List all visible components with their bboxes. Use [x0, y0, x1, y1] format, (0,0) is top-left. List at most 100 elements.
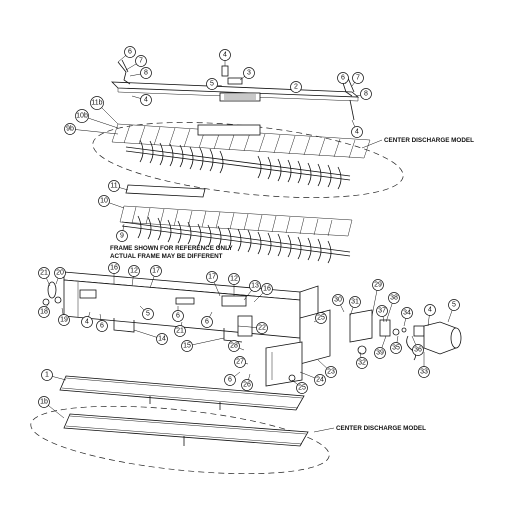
center-discharge-label-top: CENTER DISCHARGE MODEL [384, 137, 474, 144]
callout-36: 36 [411, 335, 424, 356]
callout-number: 17 [208, 274, 216, 281]
callout-circle [424, 304, 436, 316]
callout-5: 5 [206, 78, 223, 90]
callout-16: 16 [253, 283, 273, 303]
callout-circle [206, 271, 218, 283]
callout-9: 9 [116, 223, 128, 242]
callout-circle [390, 342, 402, 354]
callout-circle [38, 267, 50, 279]
callout-number: 31 [351, 299, 359, 306]
callout-15: 15 [181, 337, 225, 352]
callout-9b: 9b [64, 123, 119, 135]
callout-number: 21 [176, 328, 184, 335]
callout-number: 10 [100, 198, 108, 205]
callout-number: 2 [294, 84, 298, 91]
callout-number: 5 [146, 311, 150, 318]
callout-25: 25 [313, 312, 327, 324]
callout-circle [356, 357, 368, 369]
callout-10b: 10b [75, 109, 119, 129]
callout-number: 6 [100, 323, 104, 330]
center-discharge-label-bottom: CENTER DISCHARGE MODEL [336, 425, 426, 432]
callout-circle [98, 195, 110, 207]
callout-number: 4 [355, 129, 359, 136]
callout-number: 20 [56, 270, 64, 277]
callout-number: 25 [317, 315, 325, 322]
callout-number: 35 [392, 345, 400, 352]
callout-number: 11b [91, 100, 102, 107]
callout-number: 7 [356, 75, 360, 82]
callout-circle [140, 67, 152, 79]
callout-17: 17 [206, 271, 221, 297]
callout-2: 2 [289, 81, 302, 93]
callout-circle [228, 273, 240, 285]
callout-11b: 11b [90, 96, 119, 125]
callout-circle [351, 126, 363, 138]
callout-25: 25 [291, 379, 308, 394]
callout-8: 8 [355, 88, 372, 100]
callout-circle [108, 180, 120, 192]
callout-number: 39 [376, 350, 384, 357]
callout-circle [228, 340, 240, 352]
callout-circle [41, 369, 53, 381]
callout-circle [374, 347, 386, 359]
callout-6: 6 [96, 313, 108, 332]
callout-34: 34 [401, 307, 413, 327]
callout-37: 37 [376, 305, 388, 323]
callout-number: 6 [205, 319, 209, 326]
callout-circle [116, 230, 128, 242]
callout-circle [75, 109, 89, 123]
standard-auger-group [119, 184, 353, 264]
callout-24: 24 [299, 371, 326, 386]
callout-5: 5 [447, 299, 460, 323]
callout-21: 21 [174, 321, 186, 337]
center-discharge-auger-group [92, 122, 404, 198]
callout-number: 32 [358, 360, 366, 367]
callout-7: 7 [125, 55, 147, 71]
callout-leader-line [186, 337, 225, 347]
callout-number: 17 [152, 268, 160, 275]
callout-29: 29 [371, 279, 384, 317]
callout-number: 16 [263, 286, 271, 293]
callout-number: 5 [210, 81, 214, 88]
callout-number: 4 [85, 319, 89, 326]
callout-6: 6 [117, 46, 136, 63]
callout-circle [58, 314, 70, 326]
callout-circle [388, 292, 400, 304]
callout-number: 25 [298, 385, 306, 392]
callout-number: 6 [176, 313, 180, 320]
callout-circle [150, 265, 162, 277]
callout-circle [135, 55, 147, 67]
callout-4: 4 [81, 311, 93, 328]
callout-16: 16 [108, 262, 120, 284]
callout-circle [234, 356, 246, 368]
callout-18: 18 [38, 303, 50, 318]
callout-4: 4 [424, 304, 436, 327]
callout-number: 30 [334, 297, 342, 304]
callout-number: 1b [40, 399, 48, 406]
callout-circle [296, 382, 308, 394]
callout-6: 6 [224, 371, 241, 386]
callout-circle [128, 265, 140, 277]
callout-38: 38 [385, 292, 400, 323]
callout-number: 6 [228, 377, 232, 384]
callout-39: 39 [374, 335, 387, 359]
callout-31: 31 [349, 296, 361, 317]
callout-number: 34 [403, 310, 411, 317]
callout-circle [206, 78, 218, 90]
callout-circle [376, 305, 388, 317]
callout-number: 9 [120, 233, 124, 240]
callout-number: 28 [230, 343, 238, 350]
callout-circle [352, 72, 364, 84]
callout-circle [174, 325, 186, 337]
callout-circle [142, 308, 154, 320]
callout-5: 5 [139, 305, 154, 320]
callout-number: 4 [144, 97, 148, 104]
callout-circle [418, 366, 430, 378]
callout-circle [219, 49, 231, 61]
top-cover-assembly [110, 59, 360, 121]
drive-assembly [265, 309, 462, 387]
callout-23: 23 [317, 359, 337, 378]
callout-circle [332, 294, 344, 306]
